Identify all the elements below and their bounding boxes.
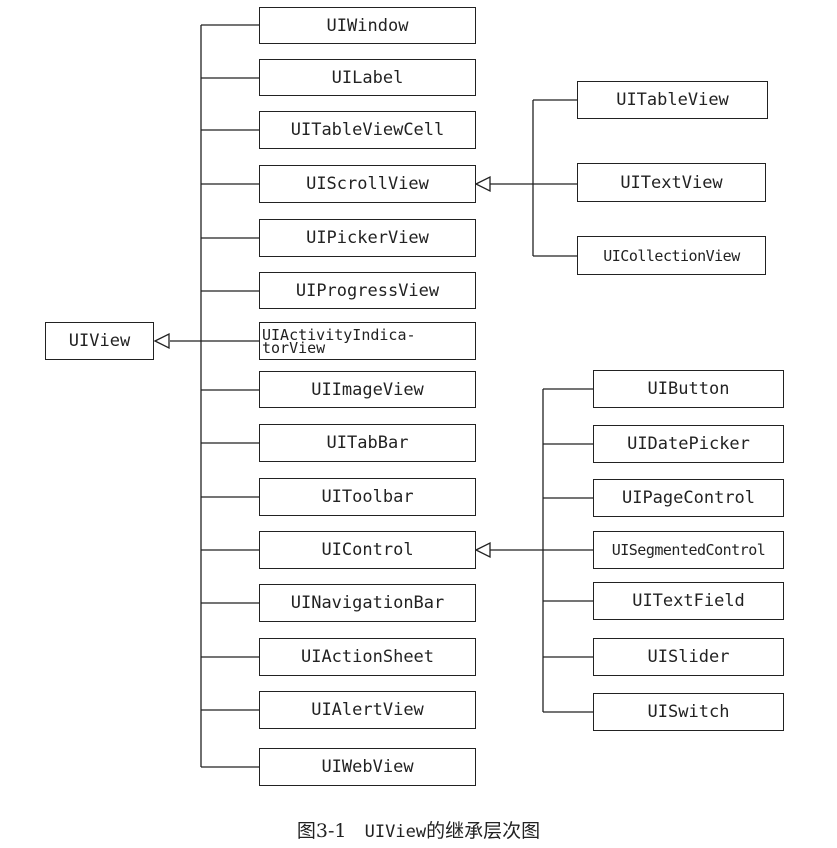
node-uiwebview: UIWebView <box>259 748 476 786</box>
node-uitoolbar: UIToolbar <box>259 478 476 516</box>
node-uidatepicker: UIDatePicker <box>593 425 784 463</box>
node-uiwindow: UIWindow <box>259 7 476 44</box>
node-uiactivityindicatorview: UIActivityIndica-torView <box>259 322 476 360</box>
node-uicollectionview: UICollectionView <box>577 236 766 275</box>
node-uitableview: UITableView <box>577 81 768 119</box>
scrollview-inheritance-arrow <box>474 175 491 193</box>
node-uiswitch: UISwitch <box>593 693 784 731</box>
node-uilabel: UILabel <box>259 59 476 96</box>
node-uipickerview: UIPickerView <box>259 219 476 257</box>
node-uiscrollview: UIScrollView <box>259 165 476 203</box>
node-uitextfield: UITextField <box>593 582 784 620</box>
node-uislider: UISlider <box>593 638 784 676</box>
root-inheritance-arrow <box>153 332 170 350</box>
caption-text: 的继承层次图 <box>426 820 541 842</box>
node-uialertview: UIAlertView <box>259 691 476 729</box>
figure-number: 图3-1 <box>296 820 347 842</box>
node-uiimageview: UIImageView <box>259 371 476 408</box>
node-uiprogressview: UIProgressView <box>259 272 476 309</box>
node-uitextview: UITextView <box>577 163 766 202</box>
node-uibutton: UIButton <box>593 370 784 408</box>
node-uipagecontrol: UIPageControl <box>593 479 784 517</box>
node-uiactionsheet: UIActionSheet <box>259 638 476 676</box>
control-inheritance-arrow <box>474 541 491 559</box>
node-uicontrol: UIControl <box>259 531 476 569</box>
figure-caption: 图3-1 UIView的继承层次图 <box>0 816 837 843</box>
node-uisegmentedcontrol: UISegmentedControl <box>593 531 784 569</box>
node-uitableviewcell: UITableViewCell <box>259 111 476 149</box>
node-uiview: UIView <box>45 322 154 360</box>
caption-class-name: UIView <box>364 822 427 842</box>
node-uitabbar: UITabBar <box>259 424 476 462</box>
node-uinavigationbar: UINavigationBar <box>259 584 476 622</box>
